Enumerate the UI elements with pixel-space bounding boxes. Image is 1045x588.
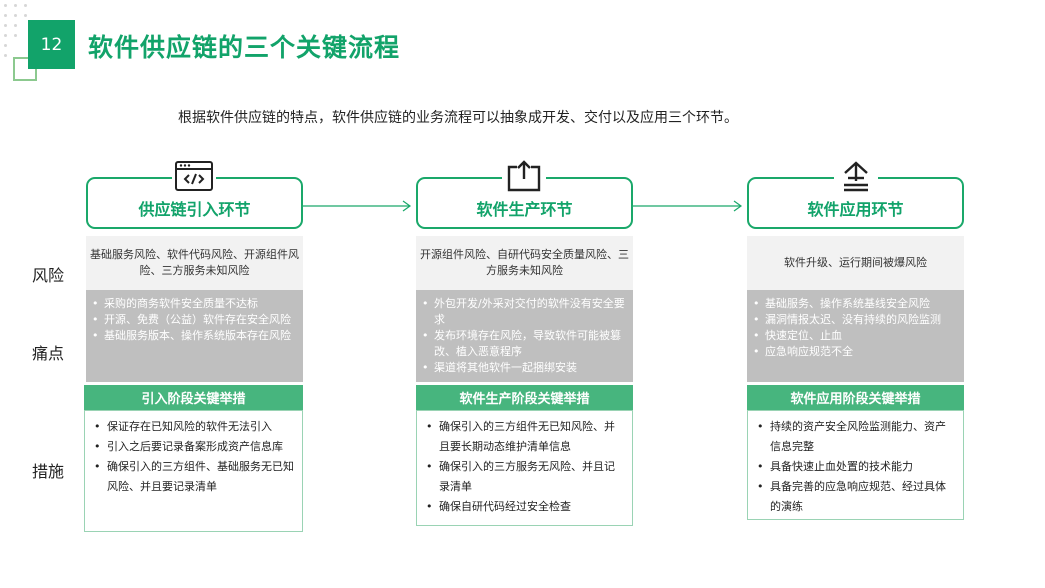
- page-title: 软件供应链的三个关键流程: [88, 33, 401, 62]
- measure-item: 确保引入的三方服务无风险、并且记录清单: [423, 457, 624, 497]
- pain-item: 采购的商务软件安全质量不达标: [90, 296, 297, 312]
- pain-item: 基础服务、操作系统基线安全风险: [751, 296, 958, 312]
- pain-item: 外包开发/外采对交付的软件没有安全要求: [420, 296, 627, 328]
- risk-panel-intake: 基础服务风险、软件代码风险、开源组件风险、三方服务未知风险: [86, 236, 303, 290]
- measure-item: 具备完善的应急响应规范、经过具体的演练: [754, 477, 955, 517]
- deploy-icon: [834, 158, 878, 194]
- measures-header-application: 软件应用阶段关键举措: [747, 385, 964, 410]
- stage-label: 软件生产环节: [476, 200, 573, 219]
- row-label-risk: 风险: [32, 266, 65, 285]
- row-label-pain: 痛点: [32, 344, 65, 363]
- measure-item: 具备快速止血处置的技术能力: [754, 457, 955, 477]
- measures-panel-production: 确保引入的三方组件无已知风险、并且要长期动态维护清单信息 确保引入的三方服务无风…: [416, 410, 633, 526]
- measures-header-production: 软件生产阶段关键举措: [416, 385, 633, 410]
- row-label-measures: 措施: [32, 462, 65, 481]
- measures-panel-application: 持续的资产安全风险监测能力、资产信息完整 具备快速止血处置的技术能力 具备完善的…: [747, 410, 964, 520]
- pain-panel-production: 外包开发/外采对交付的软件没有安全要求 发布环境存在风险，导致软件可能被篡改、植…: [416, 290, 633, 382]
- pain-item: 漏洞情报太迟、没有持续的风险监测: [751, 312, 958, 328]
- pain-item: 快速定位、止血: [751, 328, 958, 344]
- stage-label: 软件应用环节: [807, 200, 904, 219]
- risk-panel-application: 软件升级、运行期间被爆风险: [747, 236, 964, 290]
- measures-panel-intake: 保证存在已知风险的软件无法引入 引入之后要记录备案形成资产信息库 确保引入的三方…: [84, 410, 303, 532]
- pain-item: 渠道将其他软件一起捆绑安装: [420, 360, 627, 376]
- corner-square-decoration: [13, 57, 37, 81]
- upload-icon: [502, 158, 546, 194]
- flow-arrow-2: [633, 200, 743, 212]
- measure-item: 确保引入的三方组件、基础服务无已知风险、并且要记录清单: [91, 457, 294, 497]
- stage-label: 供应链引入环节: [138, 200, 251, 219]
- pain-panel-intake: 采购的商务软件安全质量不达标 开源、免费（公益）软件存在安全风险 基础服务版本、…: [86, 290, 303, 382]
- pain-item: 基础服务版本、操作系统版本存在风险: [90, 328, 297, 344]
- page-number: 12: [28, 20, 75, 69]
- pain-item: 开源、免费（公益）软件存在安全风险: [90, 312, 297, 328]
- intro-text: 根据软件供应链的特点，软件供应链的业务流程可以抽象成开发、交付以及应用三个环节。: [178, 110, 738, 126]
- measure-item: 确保引入的三方组件无已知风险、并且要长期动态维护清单信息: [423, 417, 624, 457]
- measure-item: 保证存在已知风险的软件无法引入: [91, 417, 294, 437]
- pain-item: 发布环境存在风险，导致软件可能被篡改、植入恶意程序: [420, 328, 627, 360]
- flow-arrow-1: [303, 200, 412, 212]
- pain-item: 应急响应规范不全: [751, 344, 958, 360]
- measure-item: 确保自研代码经过安全检查: [423, 497, 624, 517]
- risk-panel-production: 开源组件风险、自研代码安全质量风险、三方服务未知风险: [416, 236, 633, 290]
- pain-panel-application: 基础服务、操作系统基线安全风险 漏洞情报太迟、没有持续的风险监测 快速定位、止血…: [747, 290, 964, 382]
- measure-item: 持续的资产安全风险监测能力、资产信息完整: [754, 417, 955, 457]
- measure-item: 引入之后要记录备案形成资产信息库: [91, 437, 294, 457]
- measures-header-intake: 引入阶段关键举措: [84, 385, 303, 410]
- code-window-icon: [172, 158, 216, 194]
